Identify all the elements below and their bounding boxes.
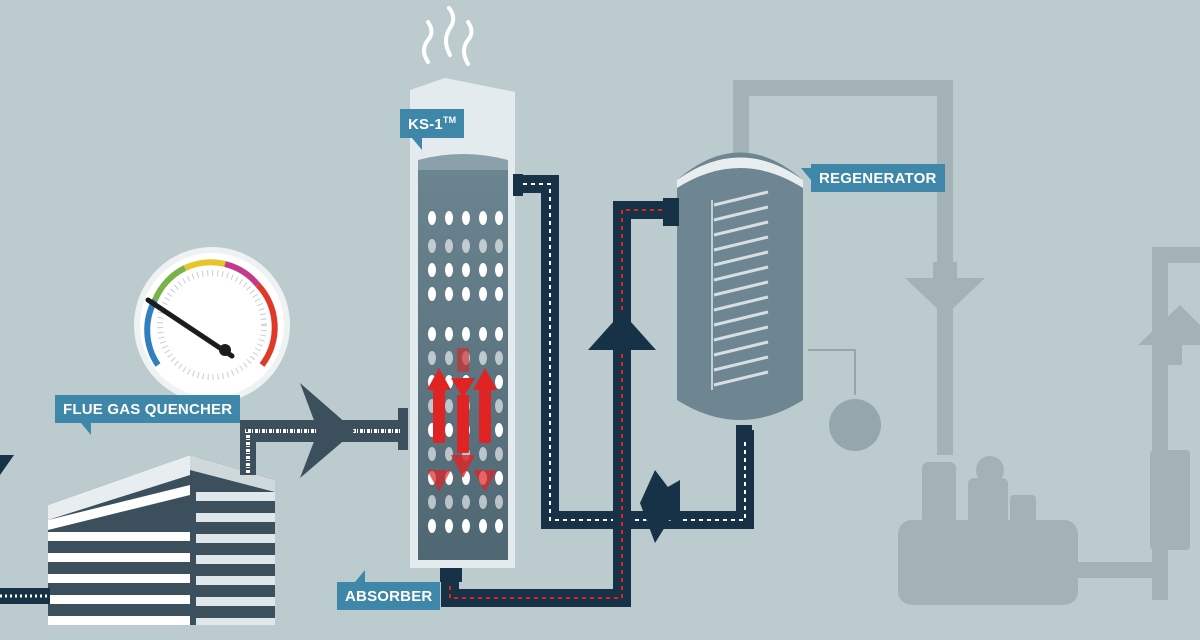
regenerator-float-icon (829, 399, 881, 451)
absorber-label-text: ABSORBER (345, 588, 433, 605)
steam-icon (422, 6, 474, 66)
compressor-pump-icon (898, 450, 1190, 605)
flue-gas-quencher (48, 455, 275, 625)
flue-gas-inlet-pipe (0, 455, 50, 604)
absorber-regenerator-piping (441, 175, 754, 607)
ks1-label-text: KS-1 (408, 116, 443, 133)
ks1-trademark: TM (442, 115, 457, 125)
regenerator-vessel (663, 152, 803, 439)
pressure-gauge-icon (134, 247, 290, 403)
hot-gas-arrows (427, 348, 497, 492)
flue-gas-quencher-label: FLUE GAS QUENCHER (55, 395, 241, 435)
flow-arrow-icon (588, 312, 680, 543)
background-flow-arrows (905, 262, 1200, 365)
flue-gas-quencher-label-text: FLUE GAS QUENCHER (63, 401, 233, 418)
absorber-label: ABSORBER (337, 570, 441, 610)
regenerator-level-line (808, 349, 856, 395)
droplet-icon (428, 211, 503, 533)
gas-transfer-pipe (240, 383, 408, 478)
regenerator-label-text: REGENERATOR (819, 170, 937, 187)
ks1-label: KS-1TM (400, 109, 465, 150)
regenerator-label: REGENERATOR (801, 164, 945, 192)
absorber-column (410, 78, 523, 582)
